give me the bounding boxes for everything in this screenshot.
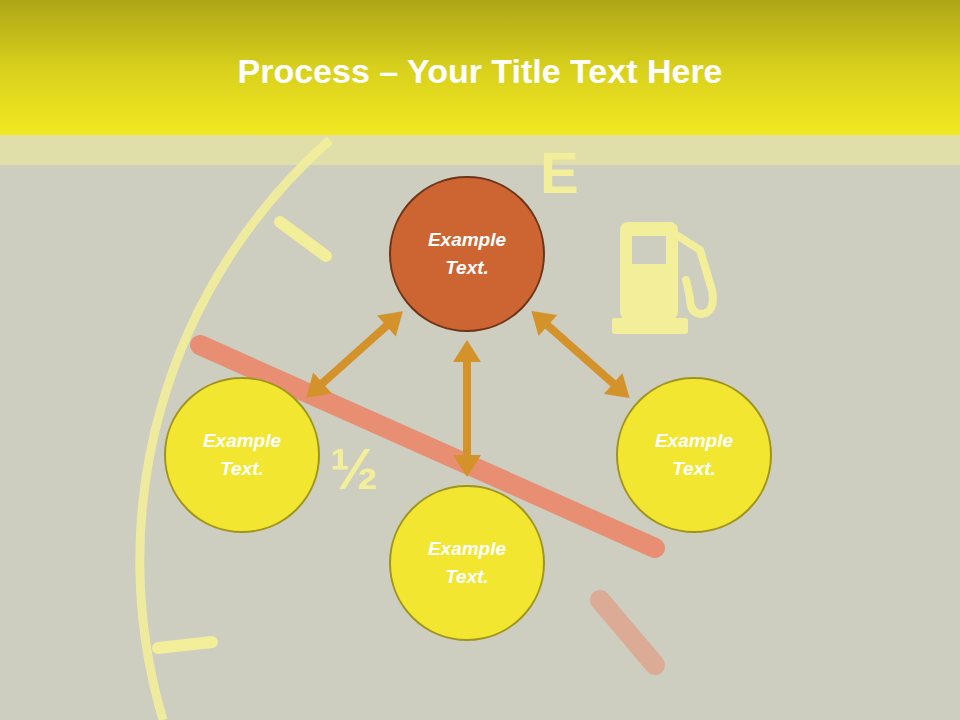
fuel-pump-icon [612,222,713,334]
title: Process – Your Title Text Here [0,52,960,91]
gauge-label: E [540,144,579,202]
double-arrow [453,340,481,477]
process-circle: Example Text. [616,377,772,533]
gauge-needle-blur [600,600,655,665]
gauge-arc [140,140,330,720]
circle-text: Example Text. [417,535,517,592]
circle-text: Example Text. [192,427,292,484]
gauge-tick [158,642,212,648]
process-circle: Example Text. [389,485,545,641]
process-circle: Example Text. [164,377,320,533]
gauge-tick [280,222,326,256]
gauge-label: ½ [330,440,378,498]
circle-text: Example Text. [644,427,744,484]
double-arrow [306,311,403,397]
process-circle: Example Text. [389,176,545,332]
circle-text: Example Text. [417,226,517,283]
double-arrow [531,311,629,398]
header-band [0,135,960,165]
